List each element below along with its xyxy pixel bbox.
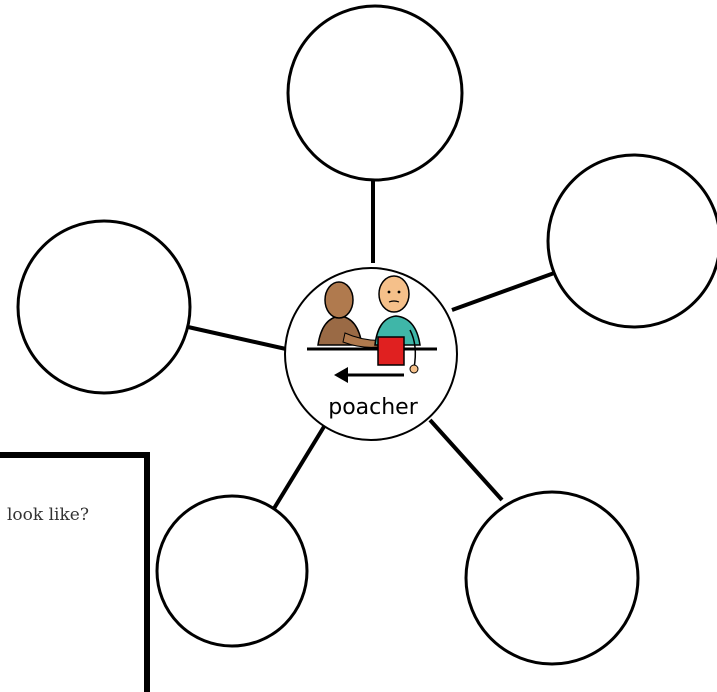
question-text: look like?: [7, 505, 89, 525]
center-label: poacher: [328, 395, 418, 420]
two-people-giving-icon: [307, 275, 437, 383]
connector-upper-left: [187, 325, 287, 351]
question-card: look like?: [0, 452, 150, 692]
branch-circle-lower-left[interactable]: [155, 494, 309, 648]
connector-lower-left: [268, 423, 327, 517]
word-web-diagram: poacher: [16, 4, 717, 666]
connector-upper-right: [451, 270, 558, 312]
connector-lower-right: [428, 418, 504, 502]
branch-circle-upper-left[interactable]: [16, 219, 192, 395]
branch-circle-top[interactable]: [286, 4, 464, 182]
branch-circle-lower-right[interactable]: [464, 490, 640, 666]
branch-circle-upper-right[interactable]: [546, 153, 717, 329]
